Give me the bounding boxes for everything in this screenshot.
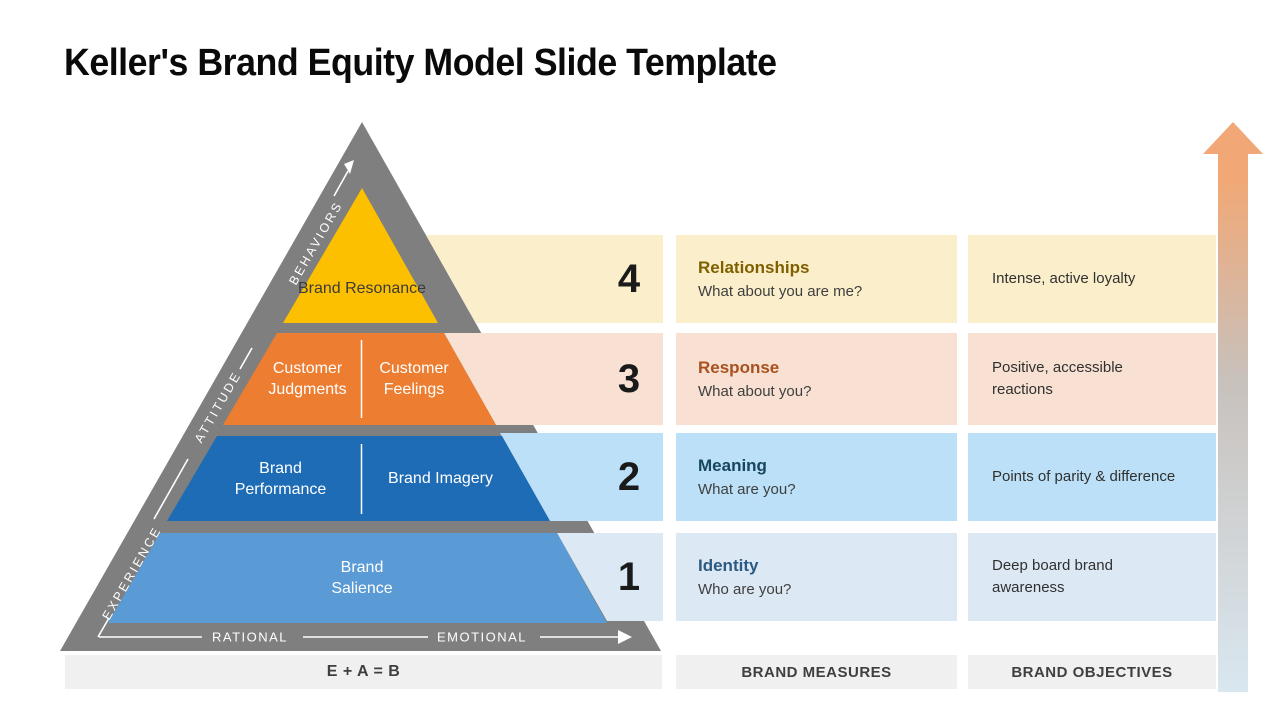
row-4-question: What about you are me? (698, 283, 863, 300)
slope-guide-lines (97, 170, 349, 638)
row-3-number: 3 (617, 356, 641, 401)
objective-cell-2: Points of parity & difference (968, 433, 1216, 521)
base-label-rational: RATIONAL (211, 629, 289, 645)
objective-cell-1: Deep board brand awareness (968, 533, 1216, 621)
row-band-4 (426, 235, 663, 323)
level-3-right-label: Customer Feelings (379, 359, 449, 398)
base-label-emotional: EMOTIONAL (436, 629, 528, 645)
row-band-2 (500, 433, 663, 521)
level-1-label: Brand Salience (331, 558, 393, 597)
level-4-label: Brand Resonance (297, 280, 427, 298)
pyramid-level-2 (167, 436, 550, 521)
brand-measures-header: BRAND MEASURES (676, 655, 957, 689)
row-1-question: Who are you? (698, 581, 792, 598)
formula-bar: E + A = B (65, 655, 662, 689)
measure-cell-1: Identity Who are you? (676, 533, 957, 621)
brand-objectives-header: BRAND OBJECTIVES (968, 655, 1216, 689)
growth-arrow-icon (1203, 122, 1263, 692)
page-title: Keller's Brand Equity Model Slide Templa… (64, 42, 777, 84)
pyramid-level-1 (108, 533, 607, 623)
pyramid-level-4 (283, 188, 438, 323)
row-1-number: 1 (617, 554, 641, 599)
row-band-3 (444, 333, 663, 425)
measure-cell-2: Meaning What are you? (676, 433, 957, 521)
base-arrowhead-icon (618, 630, 632, 644)
row-3-title: Response (698, 358, 780, 377)
level-3-left-label: Customer Judgments (268, 359, 347, 398)
row-2-number: 2 (617, 454, 641, 499)
row-4-title: Relationships (698, 258, 810, 277)
measure-cell-4: Relationships What about you are me? (676, 235, 957, 323)
pyramid-level-3 (223, 333, 496, 425)
row-2-objective: Points of parity & difference (992, 467, 1176, 485)
row-2-question: What are you? (698, 481, 796, 498)
row-2-title: Meaning (698, 456, 767, 475)
level-2-left-label: Brand Performance (234, 459, 327, 498)
slope-arrowhead-icon (344, 160, 354, 174)
row-band-1 (557, 533, 663, 621)
objective-cell-4: Intense, active loyalty (968, 235, 1216, 323)
row-3-objective: Positive, accessible reactions (992, 358, 1123, 399)
row-1-title: Identity (698, 556, 759, 575)
row-3-question: What about you? (698, 383, 812, 400)
measure-cell-3: Response What about you? (676, 333, 957, 425)
row-4-objective: Intense, active loyalty (992, 269, 1136, 287)
objective-cell-3: Positive, accessible reactions (968, 333, 1216, 425)
level-2-right-label: Brand Imagery (388, 470, 493, 488)
row-4-number: 4 (617, 256, 641, 301)
row-1-objective: Deep board brand awareness (992, 556, 1113, 597)
